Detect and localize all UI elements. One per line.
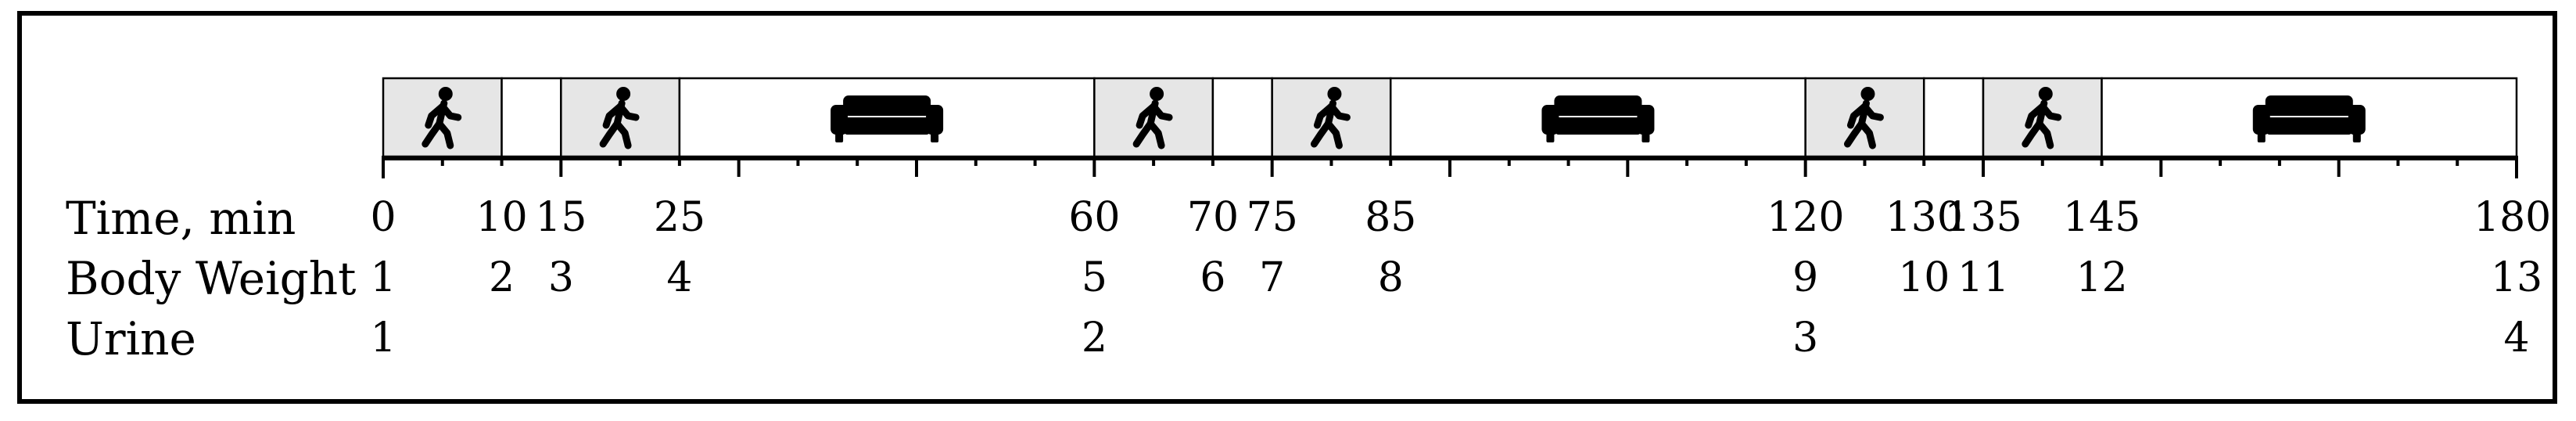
time-tick-label: 60 xyxy=(1068,194,1121,241)
time-tick-label: 145 xyxy=(2063,194,2141,241)
time-tick-label: 180 xyxy=(2474,194,2552,241)
walker-back-arm xyxy=(1136,103,1157,129)
walker-head xyxy=(1150,87,1164,101)
sofa-left-leg xyxy=(1546,133,1555,142)
timeline-segment-pause xyxy=(500,77,562,158)
time-tick-label: 130 xyxy=(1885,194,1963,241)
timeline-segment-pause xyxy=(1211,77,1273,158)
time-tick-label: 70 xyxy=(1186,194,1240,241)
walker-front-arm xyxy=(1860,103,1884,121)
walking-person-icon xyxy=(2022,87,2062,149)
sofa-right-leg xyxy=(1641,133,1650,142)
sofa-left-arm xyxy=(1541,105,1559,135)
walker-head xyxy=(1327,87,1342,101)
walker-head xyxy=(1860,87,1875,101)
body-weight-sample-label: 1 xyxy=(370,254,396,301)
walker-front-arm xyxy=(616,103,640,121)
timeline-segment-pause xyxy=(1922,77,1985,158)
urine-sample-label: 3 xyxy=(1792,315,1819,362)
sofa-icon xyxy=(831,95,944,142)
time-tick-label: 0 xyxy=(370,194,396,241)
walking-person-icon xyxy=(422,87,462,149)
walking-person-icon xyxy=(1132,87,1173,149)
walker-front-leg xyxy=(436,120,454,149)
walking-person-icon xyxy=(1310,87,1351,149)
body-weight-sample-label: 7 xyxy=(1259,254,1286,301)
walker-back-arm xyxy=(602,103,624,129)
body-weight-sample-label: 8 xyxy=(1377,254,1404,301)
walker-head xyxy=(616,87,631,101)
urine-sample-label: 2 xyxy=(1081,315,1107,362)
sofa-icon xyxy=(1541,95,1655,142)
time-tick-label: 25 xyxy=(653,194,706,241)
sofa-seat xyxy=(2266,117,2352,135)
body-weight-sample-label: 6 xyxy=(1200,254,1226,301)
walker-back-leg xyxy=(599,120,621,148)
walker-back-arm xyxy=(1313,103,1335,129)
sofa-seat xyxy=(845,117,930,135)
walker-back-arm xyxy=(1846,103,1868,129)
walker-front-leg xyxy=(1857,120,1876,149)
walker-front-arm xyxy=(1327,103,1351,121)
diagram-frame xyxy=(17,11,2557,404)
time-tick-label: 85 xyxy=(1365,194,1417,241)
walker-front-arm xyxy=(439,103,462,121)
walker-back-leg xyxy=(1843,120,1865,148)
body-weight-sample-label: 10 xyxy=(1898,254,1950,301)
body-weight-sample-label: 12 xyxy=(2076,254,2128,301)
sofa-back xyxy=(1554,95,1642,116)
time-tick-label: 120 xyxy=(1767,194,1845,241)
time-tick-label: 75 xyxy=(1246,194,1298,241)
body-weight-sample-label: 11 xyxy=(1957,254,2010,301)
sofa-right-arm xyxy=(2348,105,2366,135)
walker-front-leg xyxy=(1146,120,1165,149)
sofa-back xyxy=(843,95,931,116)
urine-sample-label: 1 xyxy=(370,315,396,362)
sofa-left-arm xyxy=(831,105,849,135)
sofa-seat xyxy=(1555,117,1641,135)
sofa-left-leg xyxy=(2257,133,2266,142)
time-tick-label: 135 xyxy=(1944,194,2022,241)
walker-front-arm xyxy=(2039,103,2062,121)
walker-front-leg xyxy=(613,120,632,149)
sofa-left-arm xyxy=(2252,105,2270,135)
walker-head xyxy=(2038,87,2053,101)
row-label-time: Time, min xyxy=(66,192,296,245)
body-weight-sample-label: 2 xyxy=(489,254,515,301)
time-tick-label: 10 xyxy=(475,194,528,241)
row-label-urine: Urine xyxy=(66,312,196,365)
sofa-right-leg xyxy=(2352,133,2361,142)
body-weight-sample-label: 9 xyxy=(1792,254,1819,301)
walker-back-arm xyxy=(2025,103,2047,129)
walker-front-leg xyxy=(2036,120,2054,149)
row-label-body-weight: Body Weight xyxy=(66,252,357,305)
walking-person-icon xyxy=(599,87,640,149)
body-weight-sample-label: 3 xyxy=(547,254,574,301)
urine-sample-label: 4 xyxy=(2503,315,2530,362)
walker-front-leg xyxy=(1324,120,1343,149)
sofa-icon xyxy=(2252,95,2366,142)
walker-front-arm xyxy=(1150,103,1173,121)
walking-person-icon xyxy=(1843,87,1884,149)
sofa-back xyxy=(2265,95,2353,116)
body-weight-sample-label: 4 xyxy=(666,254,693,301)
body-weight-sample-label: 5 xyxy=(1081,254,1107,301)
walker-back-leg xyxy=(422,120,443,148)
time-tick-label: 15 xyxy=(535,194,587,241)
sofa-right-leg xyxy=(931,133,939,142)
walker-head xyxy=(438,87,453,101)
sofa-left-leg xyxy=(835,133,844,142)
walker-back-arm xyxy=(425,103,447,129)
sofa-right-arm xyxy=(1637,105,1655,135)
walker-back-leg xyxy=(2022,120,2043,148)
body-weight-sample-label: 13 xyxy=(2491,254,2543,301)
walker-back-leg xyxy=(1310,120,1332,148)
walker-back-leg xyxy=(1132,120,1154,148)
sofa-right-arm xyxy=(926,105,944,135)
